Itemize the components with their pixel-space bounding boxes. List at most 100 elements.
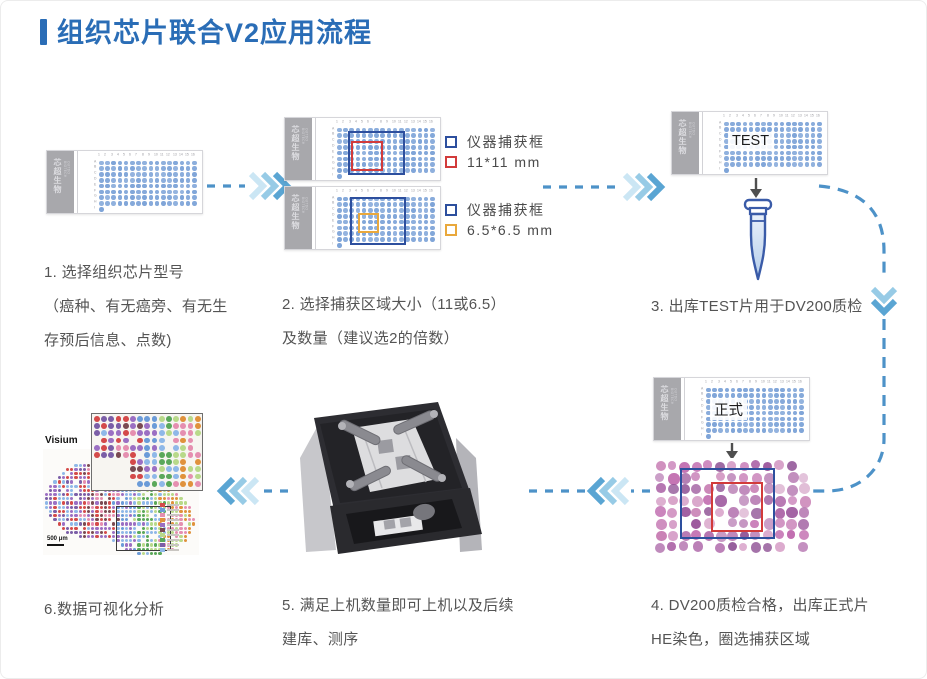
tissue-core-dot xyxy=(773,133,779,138)
visium-spot-zoom xyxy=(173,423,179,429)
visium-spot-zoom xyxy=(108,452,115,458)
visium-spot xyxy=(82,472,87,476)
visium-spot xyxy=(129,497,133,501)
visium-spot-zoom xyxy=(137,444,143,451)
grid-col-label: 10 xyxy=(392,119,396,124)
grid-col-label: 12 xyxy=(404,188,409,193)
visium-spot xyxy=(49,505,53,509)
grid-col-label: 2 xyxy=(104,152,107,157)
tissue-core-dot xyxy=(724,428,730,433)
visium-spot xyxy=(183,514,187,518)
visium-spot xyxy=(150,551,154,556)
tissue-core-dot xyxy=(154,195,160,200)
cluster-legend-row xyxy=(160,532,179,537)
visium-spot-zoom xyxy=(122,430,129,437)
grid-row-label: F xyxy=(701,415,704,419)
tissue-core-dot xyxy=(355,127,361,133)
visium-spot-zoom xyxy=(173,430,179,437)
he-core-dot xyxy=(715,495,727,507)
visium-spot xyxy=(116,501,120,505)
tissue-core-dot xyxy=(780,393,786,398)
visium-spot-zoom xyxy=(101,444,107,451)
visium-spot xyxy=(82,497,87,501)
tissue-core-dot xyxy=(773,150,779,156)
visium-spot xyxy=(141,530,145,535)
visium-spot xyxy=(145,501,150,505)
visium-spot-zoom xyxy=(180,459,187,465)
visium-spot-zoom xyxy=(194,452,201,458)
visium-spot xyxy=(141,493,145,497)
visium-spot-zoom xyxy=(180,473,187,480)
tissue-core-dot xyxy=(712,387,717,393)
tissue-core-dot xyxy=(136,189,141,195)
tissue-core-dot xyxy=(386,225,392,231)
tissue-core-dot xyxy=(380,213,386,219)
visium-spot-zoom xyxy=(166,480,172,487)
tissue-core-dot xyxy=(399,144,404,150)
he-core-dot xyxy=(774,529,784,540)
visium-spot xyxy=(70,509,74,514)
tissue-core-dot xyxy=(749,422,755,427)
tissue-core-dot xyxy=(755,393,761,398)
tissue-core-dot xyxy=(780,387,786,393)
tissue-core-dot xyxy=(768,387,773,393)
tissue-core-dot xyxy=(411,202,417,207)
tissue-core-dot xyxy=(368,133,373,138)
visium-spot xyxy=(150,518,154,522)
visium-spot-zoom xyxy=(187,452,194,458)
tissue-core-dot xyxy=(355,231,361,236)
grid-row-label: D xyxy=(719,137,722,142)
he-core-dot xyxy=(786,519,798,530)
tissue-core-dot xyxy=(786,127,791,132)
tissue-core-dot xyxy=(755,156,760,161)
tissue-core-dot xyxy=(136,195,141,200)
tissue-core-dot xyxy=(392,202,398,207)
slide-text-label: 正式 xyxy=(710,399,747,420)
tissue-core-dot xyxy=(736,150,742,156)
tissue-core-dot xyxy=(117,189,123,195)
tissue-core-dot xyxy=(706,422,711,427)
tissue-core-dot xyxy=(368,231,373,236)
visium-spot xyxy=(175,497,179,501)
visium-spot xyxy=(124,547,129,551)
tissue-core-dot xyxy=(392,225,398,231)
cluster-legend-text xyxy=(166,538,179,541)
visium-spot-zoom xyxy=(158,466,165,473)
grid-col-label: 10 xyxy=(154,152,158,157)
visium-spot xyxy=(99,522,103,526)
visium-spot xyxy=(82,488,87,493)
tissue-core-dot xyxy=(748,162,754,167)
slide-brand-cn: 芯超生物 xyxy=(291,125,300,161)
grid-row-label: F xyxy=(332,155,335,159)
visium-spot xyxy=(103,522,108,526)
visium-spot-zoom xyxy=(194,480,201,487)
visium-spot-zoom xyxy=(101,416,107,422)
tissue-core-dot xyxy=(792,150,797,156)
visium-spot xyxy=(133,530,137,535)
tissue-core-dot xyxy=(173,183,179,189)
grid-col-label: 3 xyxy=(735,113,738,118)
visium-spot xyxy=(137,522,141,526)
grid-col-label: 12 xyxy=(404,119,409,124)
visium-spot xyxy=(99,509,103,514)
tissue-core-dot xyxy=(148,177,154,183)
visium-spot xyxy=(78,472,82,476)
tissue-core-dot xyxy=(343,202,348,207)
tissue-core-dot xyxy=(361,213,367,219)
he-core-dot xyxy=(728,484,738,494)
visium-spot xyxy=(74,518,78,522)
tissue-core-dot xyxy=(179,195,185,200)
visium-spot xyxy=(133,518,137,522)
he-core-dot xyxy=(738,495,749,506)
grid-row-label: G xyxy=(332,230,335,234)
he-core-dot xyxy=(668,495,679,506)
he-core-dot xyxy=(691,519,701,530)
he-core-dot xyxy=(692,541,704,553)
visium-spot xyxy=(124,526,129,530)
visium-spot xyxy=(183,518,187,522)
grid-col-label: 13 xyxy=(410,119,415,124)
visium-spot xyxy=(124,530,129,535)
visium-spot xyxy=(120,522,124,526)
visium-spot-zoom xyxy=(187,437,194,444)
tissue-core-dot xyxy=(430,156,435,162)
